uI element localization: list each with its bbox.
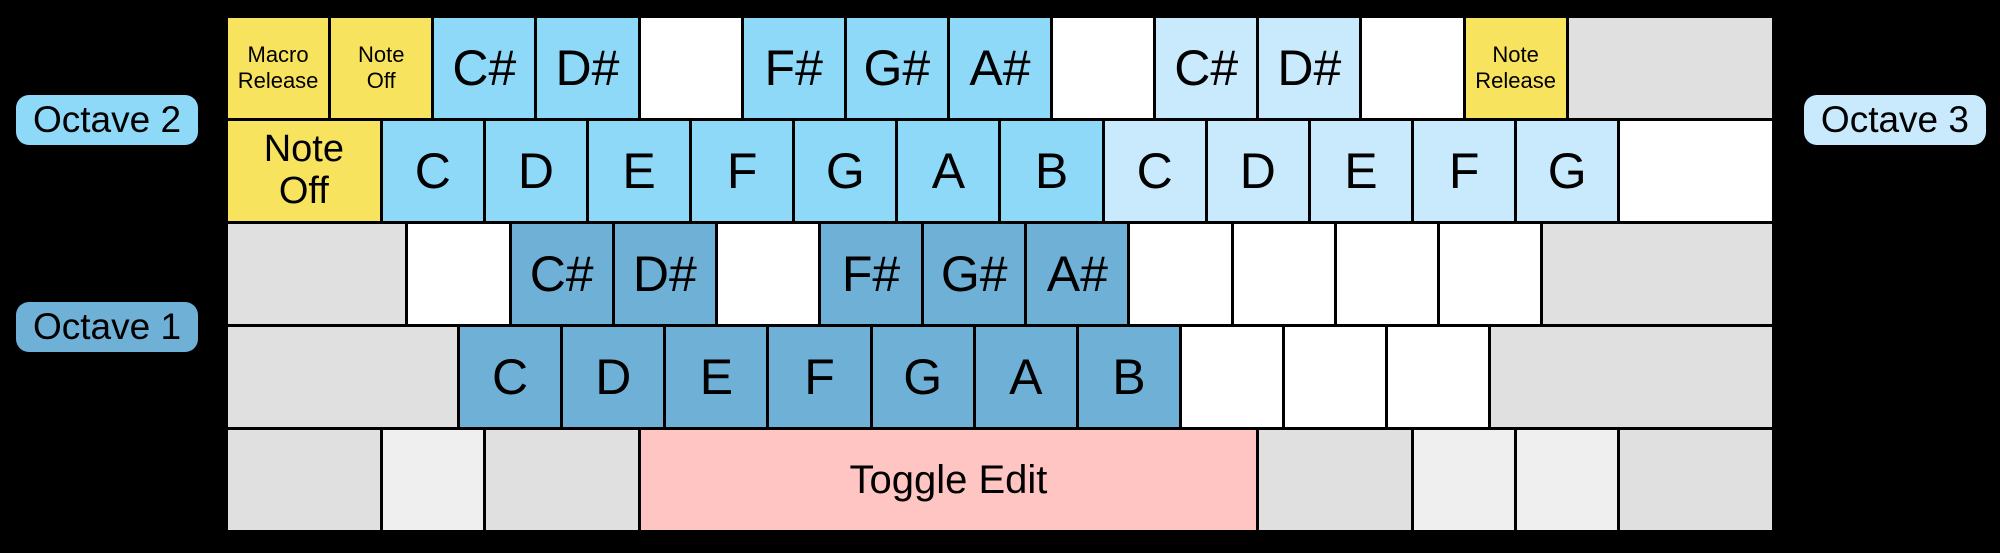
key-d: D bbox=[485, 121, 586, 221]
key-mod bbox=[228, 430, 380, 530]
key-label-line: Note bbox=[1492, 41, 1539, 67]
key-b: B bbox=[1078, 327, 1179, 427]
key-blank bbox=[1181, 327, 1283, 427]
key-d: D bbox=[1207, 121, 1308, 221]
key-modlight bbox=[1517, 430, 1618, 530]
key-d-sharp: D# bbox=[1259, 18, 1360, 118]
key-modlight bbox=[1414, 430, 1515, 530]
key-mod bbox=[1491, 327, 1772, 427]
octave-2-label: Octave 2 bbox=[16, 95, 199, 145]
key-blank bbox=[1233, 224, 1334, 324]
key-a: A bbox=[975, 327, 1076, 427]
key-f: F bbox=[1414, 121, 1515, 221]
key-e: E bbox=[666, 327, 767, 427]
key-label-line: Release bbox=[1475, 68, 1557, 93]
key-mod bbox=[1568, 18, 1772, 118]
key-g: G bbox=[1517, 121, 1618, 221]
key-d-sharp: D# bbox=[614, 224, 715, 324]
key-c-sharp: C# bbox=[511, 224, 612, 324]
key-e: E bbox=[1310, 121, 1412, 221]
key-f-sharp: F# bbox=[821, 224, 922, 324]
key-blank bbox=[1336, 224, 1437, 324]
key-label-line: Note bbox=[357, 41, 405, 67]
key-blank bbox=[1388, 327, 1489, 427]
key-label-line: Note bbox=[263, 128, 344, 171]
octave-1-label: Octave 1 bbox=[16, 302, 199, 352]
key-a-sharp: A# bbox=[949, 18, 1051, 118]
key-label-line: Release bbox=[237, 68, 319, 93]
key-c: C bbox=[460, 327, 561, 427]
key-blank bbox=[1439, 224, 1540, 324]
key-g-sharp: G# bbox=[846, 18, 947, 118]
key-blank bbox=[717, 224, 819, 324]
key-d-sharp: D# bbox=[537, 18, 638, 118]
key-mod bbox=[1620, 430, 1772, 530]
key-g: G bbox=[795, 121, 896, 221]
key-blank bbox=[1053, 18, 1154, 118]
key-label-line: Macro bbox=[247, 41, 309, 67]
key-mod bbox=[485, 430, 638, 530]
key-f: F bbox=[692, 121, 793, 221]
key-blank bbox=[640, 18, 741, 118]
octave-3-label: Octave 3 bbox=[1803, 95, 1986, 145]
key-a-sharp: A# bbox=[1027, 224, 1128, 324]
key-g-sharp: G# bbox=[924, 224, 1025, 324]
key-f: F bbox=[769, 327, 870, 427]
key-d: D bbox=[563, 327, 664, 427]
key-a: A bbox=[898, 121, 999, 221]
key-toggle-edit: Toggle Edit bbox=[640, 430, 1257, 530]
key-blank bbox=[1130, 224, 1231, 324]
key-b: B bbox=[1001, 121, 1102, 221]
key-c: C bbox=[382, 121, 483, 221]
key-mod bbox=[1259, 430, 1412, 530]
key-c: C bbox=[1104, 121, 1205, 221]
key-label-line: Off bbox=[278, 170, 329, 212]
key-blank bbox=[408, 224, 509, 324]
key-blank bbox=[1285, 327, 1386, 427]
key-e: E bbox=[588, 121, 690, 221]
key-modlight bbox=[382, 430, 483, 530]
key-f-sharp: F# bbox=[743, 18, 844, 118]
key-c-sharp: C# bbox=[1156, 18, 1257, 118]
key-mod bbox=[228, 224, 406, 324]
key-mod bbox=[228, 327, 458, 427]
key-c-sharp: C# bbox=[434, 18, 535, 118]
key-blank bbox=[1620, 121, 1772, 221]
key-g: G bbox=[872, 327, 973, 427]
key-mod bbox=[1542, 224, 1772, 324]
key-label-line: Off bbox=[366, 68, 396, 93]
key-blank bbox=[1362, 18, 1463, 118]
